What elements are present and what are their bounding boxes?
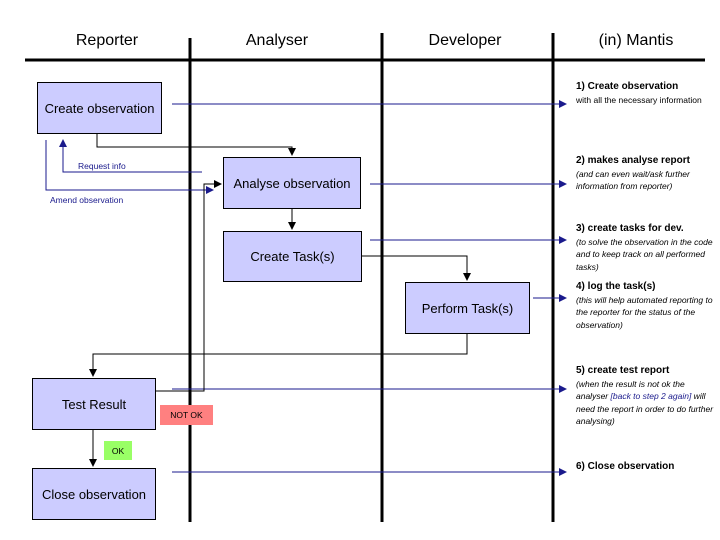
- note-2-title: 2) makes analyse report: [576, 155, 690, 166]
- note-5-body-post: will need the report in order to do furt…: [576, 391, 714, 426]
- analyse-observation-box: Analyse observation: [223, 157, 361, 209]
- note-3-body: (to solve the observation in the code an…: [576, 236, 713, 272]
- amend-observation-label: Amend observation: [50, 195, 124, 205]
- note-4-title: 4) log the task(s): [576, 281, 656, 292]
- ok-badge: OK: [104, 441, 132, 460]
- mantis-note-4: 4) log the task(s) (this will help autom…: [576, 281, 716, 331]
- note-1-body: with all the necessary information: [576, 94, 702, 105]
- lane-title-developer: Developer: [428, 32, 502, 49]
- request-info-label: Request info: [78, 161, 126, 171]
- note-1-title: 1) Create observation: [576, 81, 679, 92]
- create-tasks-box: Create Task(s): [223, 231, 362, 282]
- lane-title-analyser: Analyser: [245, 32, 309, 49]
- mantis-note-5: 5) create test report (when the result i…: [576, 365, 716, 428]
- mantis-note-1: 1) Create observation with all the neces…: [576, 81, 716, 106]
- note-3-title: 3) create tasks for dev.: [576, 223, 684, 234]
- note-6-title: 6) Close observation: [576, 461, 675, 472]
- lane-title-mantis: (in) Mantis: [598, 32, 674, 49]
- note-2-body: (and can even wait/ask further informati…: [576, 168, 690, 192]
- request-info-arrow: [59, 139, 202, 173]
- note-4-body: (this will help automated reporting to t…: [576, 294, 713, 330]
- not-ok-arrow: [156, 180, 222, 392]
- flow-task-to-perform: [362, 255, 471, 281]
- note-5-body-pre: (when the result is not ok the analyser: [576, 378, 685, 402]
- create-observation-box: Create observation: [37, 82, 162, 134]
- mantis-note-3: 3) create tasks for dev. (to solve the o…: [576, 223, 716, 273]
- note-5-title: 5) create test report: [576, 365, 670, 376]
- mantis-note-6: 6) Close observation: [576, 461, 716, 474]
- flow-perform-to-test: [89, 334, 468, 377]
- note-5-back-link: [back to step 2 again]: [610, 391, 692, 401]
- close-observation-box: Close observation: [32, 468, 156, 520]
- flow-create-to-analyse: [96, 134, 296, 156]
- test-result-box: Test Result: [32, 378, 156, 430]
- mantis-note-2: 2) makes analyse report (and can even wa…: [576, 155, 716, 193]
- amend-observation-arrow: [45, 140, 214, 194]
- perform-tasks-box: Perform Task(s): [405, 282, 530, 334]
- not-ok-badge: NOT OK: [160, 405, 213, 425]
- lane-title-reporter: Reporter: [75, 32, 139, 49]
